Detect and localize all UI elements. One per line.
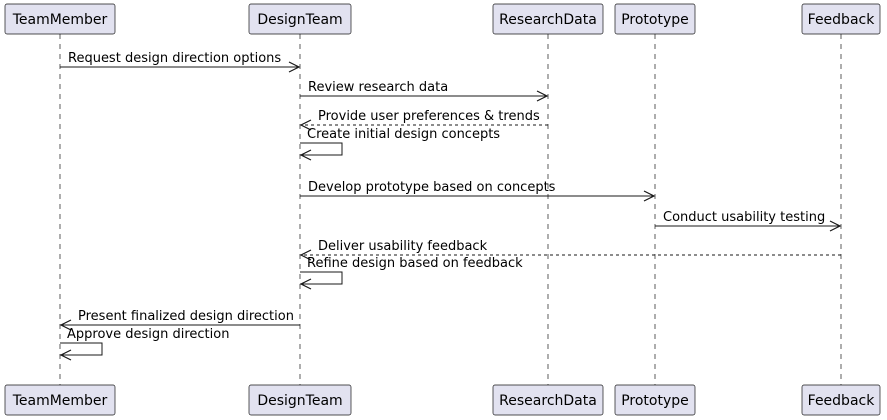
- participant-label-feedback: Feedback: [808, 393, 876, 409]
- participant-prototype-bottom: Prototype: [614, 384, 696, 416]
- participant-label-teammember: TeamMember: [12, 393, 108, 409]
- message-6: Conduct usability testing: [655, 210, 842, 232]
- message-label: Develop prototype based on concepts: [308, 180, 556, 195]
- participant-researchdata-bottom: ResearchData: [492, 384, 604, 416]
- participant-box-prototype: [614, 384, 696, 416]
- arrowhead-icon: [288, 61, 301, 73]
- participant-box-feedback: [801, 3, 881, 35]
- participant-teammember-top: TeamMember: [4, 3, 116, 35]
- participant-footer-row: TeamMember DesignTeam ResearchData Prototyp…: [4, 384, 881, 416]
- participant-box-teammember: [4, 3, 116, 35]
- message-1: Request design direction options: [60, 51, 301, 73]
- participant-prototype-top: Prototype: [614, 3, 696, 35]
- participant-box-researchdata: [492, 384, 604, 416]
- arrowhead-icon: [299, 149, 312, 161]
- message-label: Create initial design concepts: [307, 127, 500, 142]
- message-label: Present finalized design direction: [78, 309, 294, 324]
- message-3: Provide user preferences & trends: [299, 109, 548, 131]
- self-message-loop: [300, 271, 343, 285]
- participant-box-researchdata: [492, 3, 604, 35]
- arrowhead-icon: [299, 249, 312, 261]
- participant-box-teammember: [4, 384, 116, 416]
- message-label: Review research data: [308, 80, 448, 95]
- self-message-loop: [300, 142, 343, 156]
- arrowhead-icon: [829, 220, 842, 232]
- arrowhead-icon: [299, 119, 312, 131]
- participant-label-designteam: DesignTeam: [257, 393, 342, 409]
- arrowhead-icon: [59, 349, 72, 361]
- message-label: Deliver usability feedback: [318, 239, 488, 254]
- arrowhead-icon: [536, 90, 549, 102]
- participant-label-feedback: Feedback: [808, 12, 876, 28]
- message-label: Approve design direction: [67, 327, 229, 342]
- participant-teammember-bottom: TeamMember: [4, 384, 116, 416]
- message-5: Develop prototype based on concepts: [300, 180, 656, 202]
- message-9: Present finalized design direction: [59, 309, 300, 331]
- message-label: Refine design based on feedback: [307, 256, 523, 271]
- participant-researchdata-top: ResearchData: [492, 3, 604, 35]
- arrowhead-icon: [59, 319, 72, 331]
- self-message-loop: [60, 342, 103, 356]
- message-4: Create initial design concepts: [299, 127, 500, 161]
- message-label: Request design direction options: [68, 51, 281, 66]
- participant-label-researchdata: ResearchData: [499, 12, 597, 28]
- participant-label-designteam: DesignTeam: [257, 12, 342, 28]
- participant-label-prototype: Prototype: [621, 393, 689, 409]
- message-8: Refine design based on feedback: [299, 256, 523, 290]
- message-7: Deliver usability feedback: [299, 239, 841, 261]
- participant-feedback-top: Feedback: [801, 3, 881, 35]
- message-10: Approve design direction: [59, 327, 229, 361]
- message-label: Conduct usability testing: [663, 210, 825, 225]
- participant-box-prototype: [614, 3, 696, 35]
- arrowhead-icon: [299, 278, 312, 290]
- participant-box-feedback: [801, 384, 881, 416]
- message-label: Provide user preferences & trends: [318, 109, 540, 124]
- participant-box-designteam: [248, 3, 352, 35]
- participant-label-researchdata: ResearchData: [499, 393, 597, 409]
- lifelines: [59, 34, 842, 385]
- arrowhead-icon: [643, 190, 656, 202]
- participant-label-teammember: TeamMember: [12, 12, 108, 28]
- message-2: Review research data: [300, 80, 549, 102]
- participant-designteam-top: DesignTeam: [248, 3, 352, 35]
- participant-label-prototype: Prototype: [621, 12, 689, 28]
- participant-feedback-bottom: Feedback: [801, 384, 881, 416]
- participant-box-designteam: [248, 384, 352, 416]
- participant-header-row: TeamMember DesignTeam ResearchData Prototyp…: [4, 3, 881, 35]
- participant-designteam-bottom: DesignTeam: [248, 384, 352, 416]
